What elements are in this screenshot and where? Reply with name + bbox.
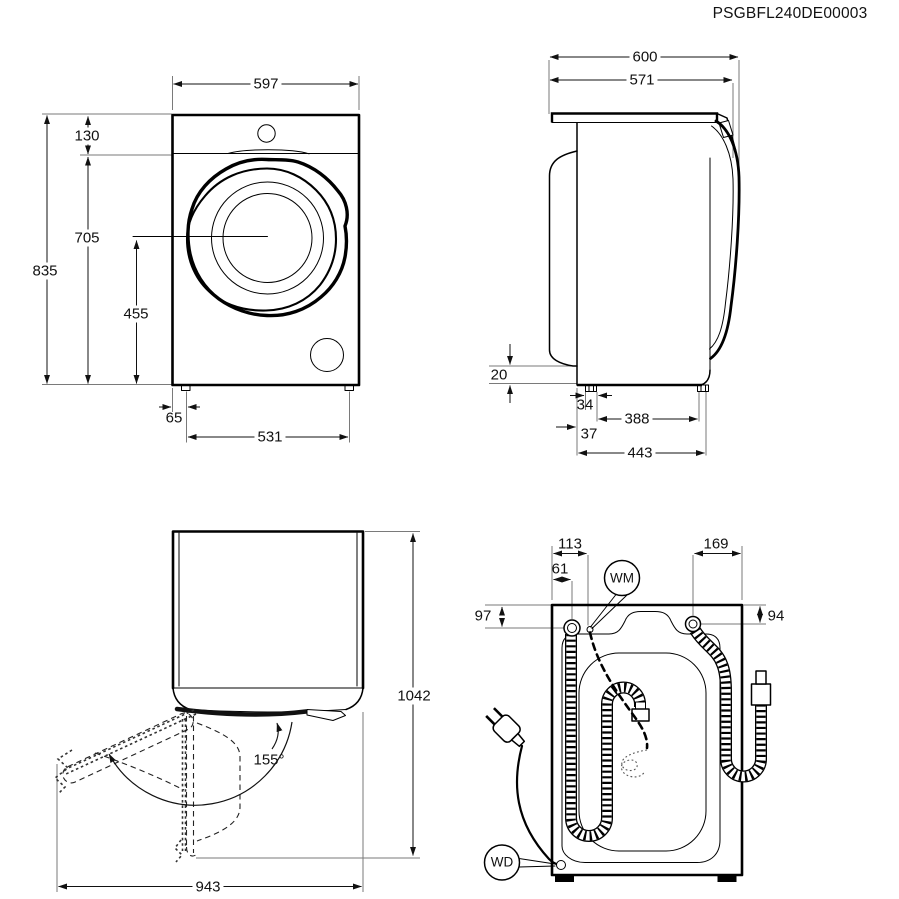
dim-side-total-depth: 600 bbox=[629, 48, 661, 66]
front-left-corner bbox=[172, 687, 191, 711]
inlet-hose-connector bbox=[750, 683, 772, 706]
wd-label: WD bbox=[490, 854, 514, 870]
open-door-90-glass-edge bbox=[181, 719, 187, 851]
drain-hose bbox=[565, 634, 650, 842]
dim-front-below-panel: 705 bbox=[71, 229, 103, 247]
dim-side-feet-span: 443 bbox=[624, 444, 656, 462]
program-knob bbox=[257, 124, 276, 143]
wm-balloon bbox=[603, 559, 641, 597]
drain-hose-grommet bbox=[563, 619, 581, 637]
door-ring bbox=[185, 167, 338, 312]
front-right-foot bbox=[344, 384, 354, 391]
dim-side-body-depth: 571 bbox=[626, 71, 658, 89]
inlet-hose-grommet bbox=[684, 615, 702, 633]
power-plug bbox=[485, 707, 526, 748]
dim-side-foot-width: 34 bbox=[576, 396, 594, 414]
dim-front-feet-spacing: 531 bbox=[254, 428, 286, 446]
dim-front-total-height: 835 bbox=[29, 262, 61, 280]
side-rear-foot bbox=[585, 384, 597, 392]
dim-side-rear-gap: 20 bbox=[490, 366, 508, 384]
power-cord-coil bbox=[620, 749, 648, 778]
side-top-panel bbox=[550, 112, 719, 123]
door-trim-outer-ring bbox=[186, 157, 349, 318]
door-glass-outer bbox=[211, 181, 324, 295]
drain-hose-grommet-inner bbox=[567, 623, 577, 633]
door-glass-inner bbox=[222, 193, 313, 283]
open-door-155-handle-marks bbox=[53, 749, 73, 795]
side-back-panel bbox=[548, 150, 578, 367]
open-door-155-dome-line bbox=[94, 752, 185, 791]
dim-rear-drain-top-offset: 97 bbox=[474, 607, 492, 625]
machine-front-outline bbox=[171, 113, 361, 387]
wd-balloon bbox=[483, 844, 521, 881]
side-front-top-slant bbox=[716, 112, 737, 151]
wd-leader bbox=[518, 858, 556, 868]
door-open-view bbox=[53, 530, 420, 892]
drain-outlet-grommet bbox=[556, 860, 566, 870]
side-front-foot bbox=[697, 384, 709, 392]
side-door-inner-line bbox=[709, 125, 734, 350]
dim-front-panel-height: 130 bbox=[71, 127, 103, 145]
drain-hose-clip bbox=[635, 701, 646, 710]
door-trim-top-wave bbox=[227, 149, 310, 155]
machine-rear-outline bbox=[550, 603, 744, 877]
door-handle-top-view bbox=[306, 709, 346, 721]
side-door-bulge bbox=[709, 119, 741, 360]
power-cable bbox=[515, 744, 560, 866]
open-door-155-outline bbox=[62, 712, 194, 784]
angle-leader-arrow bbox=[271, 722, 283, 750]
open-door-90-glass-dome bbox=[196, 722, 241, 842]
rear-left-foot bbox=[555, 875, 574, 882]
open-door-90-handle-marks bbox=[173, 839, 184, 863]
side-view bbox=[489, 54, 741, 456]
dim-rear-inlet-top-offset: 94 bbox=[767, 607, 785, 625]
foot-detail bbox=[700, 384, 706, 392]
dim-side-rear-foot-offset: 37 bbox=[580, 425, 598, 443]
dim-open-depth: 943 bbox=[192, 878, 224, 896]
rear-panel-inner-contour bbox=[578, 652, 707, 852]
inlet-hose bbox=[689, 626, 772, 783]
plug-boot bbox=[510, 732, 526, 748]
dim-rear-inlet-offset: 169 bbox=[703, 535, 729, 553]
front-right-corner bbox=[345, 687, 364, 711]
dim-side-feet-spacing: 388 bbox=[621, 410, 653, 428]
dim-front-door-center-height: 455 bbox=[120, 305, 152, 323]
wm-label: WM bbox=[610, 570, 634, 586]
rear-right-foot bbox=[717, 875, 737, 882]
dim-open-height: 1042 bbox=[394, 687, 434, 705]
rear-panel-contour bbox=[561, 611, 721, 863]
dim-rear-cable-offset: 113 bbox=[558, 535, 582, 553]
door-swing-arc bbox=[108, 721, 293, 806]
dim-door-angle: 155° bbox=[253, 751, 285, 769]
drawing-code: PSGBFL240DE00003 bbox=[712, 5, 868, 22]
dim-rear-drain-offset: 61 bbox=[551, 560, 569, 578]
open-view-body bbox=[171, 530, 365, 690]
inlet-hose-grommet-inner bbox=[688, 619, 698, 629]
wm-leader bbox=[590, 594, 628, 629]
plug-pins bbox=[485, 707, 504, 726]
rear-view bbox=[483, 546, 772, 882]
inlet-hose-connector-cap bbox=[755, 670, 767, 685]
drain-filter-door bbox=[310, 338, 344, 372]
open-door-90-tip bbox=[185, 846, 198, 857]
front-left-foot bbox=[181, 384, 191, 391]
dim-front-foot-offset: 65 bbox=[165, 409, 183, 427]
power-cord-dashed bbox=[588, 631, 649, 750]
foot-detail bbox=[588, 384, 594, 392]
dim-front-width: 597 bbox=[250, 75, 282, 93]
side-front-bottom-corner bbox=[700, 369, 711, 386]
open-door-155-glass-edge bbox=[63, 709, 197, 775]
